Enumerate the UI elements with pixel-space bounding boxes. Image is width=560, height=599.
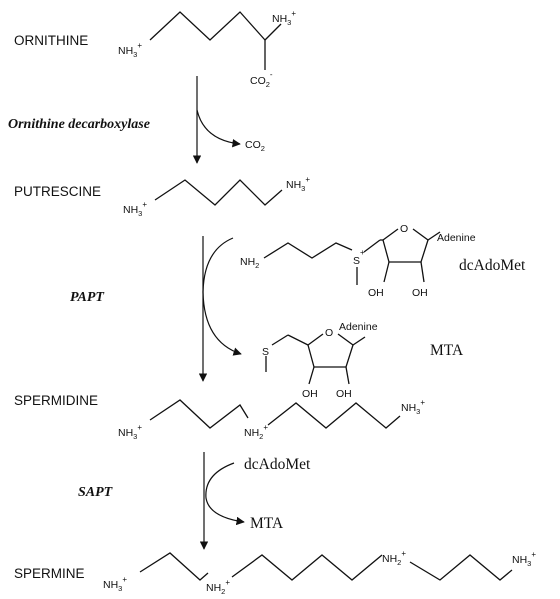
mta-oh-2: OH — [336, 388, 352, 400]
putrescine-nh3-right: NH3+ — [286, 175, 310, 193]
spermidine-nh2: NH2+ — [244, 423, 268, 441]
spermine-nh3-left: NH3+ — [103, 575, 127, 593]
dcadomet-structure: NH2 S+ O Adenine OH OH — [240, 223, 476, 299]
spermine-nh3-right: NH3+ — [512, 550, 536, 568]
mta-s-ch2 — [271, 334, 289, 346]
mta-adenine: Adenine — [339, 321, 378, 333]
dcadomet-adenine-bond — [427, 231, 441, 241]
dcadomet-nh2: NH2 — [240, 256, 259, 270]
spermine-chain-1 — [139, 552, 209, 581]
mta-ring-oxygen: O — [325, 327, 333, 339]
odc-side-arrow — [196, 109, 241, 148]
sapt-side-arrow — [205, 462, 245, 526]
compound-ornithine: ORNITHINE — [14, 33, 88, 48]
ornithine-chain — [149, 11, 266, 41]
spermidine-nh3-right: NH3+ — [401, 398, 425, 416]
cofactor-dcadomet-1: dcAdoMet — [459, 257, 526, 274]
spermine-nh2-1: NH2+ — [206, 578, 230, 596]
ornithine-nh3-left: NH3+ — [118, 41, 142, 59]
spermidine-chain-right — [267, 402, 401, 429]
mta-ring-bond-1 — [307, 333, 324, 346]
dcadomet-oh-bond-2 — [420, 261, 425, 283]
cofactor-dcadomet-2: dcAdoMet — [244, 456, 311, 473]
spermine-nh2-2: NH2+ — [382, 549, 406, 567]
cofactor-mta-2: MTA — [250, 515, 284, 532]
mta-oh-bond-2 — [345, 366, 350, 385]
mta-structure: S O Adenine OH OH — [262, 321, 378, 400]
cofactor-mta-1: MTA — [430, 342, 464, 359]
dcadomet-adenine: Adenine — [437, 232, 476, 244]
dcadomet-oh-bond-1 — [383, 261, 390, 283]
spermine-chain-2 — [231, 554, 383, 581]
spermidine-nh3-left: NH3+ — [118, 423, 142, 441]
ornithine-nh3-right: NH3+ — [272, 9, 296, 27]
spermine-chain-3 — [409, 554, 513, 581]
spermidine-chain-left — [149, 399, 249, 429]
mta-adenine-bond — [352, 336, 366, 346]
cofactor-co2: CO2 — [245, 139, 265, 153]
ornithine-carboxylate: CO2- — [250, 70, 273, 89]
ornithine-amine-bond — [264, 23, 282, 41]
mta-sulfur: S — [262, 346, 269, 358]
mta-oh-bond-1 — [308, 366, 315, 385]
putrescine-nh3-left: NH3+ — [123, 200, 147, 218]
putrescine-chain — [154, 179, 283, 206]
compound-spermine: SPERMINE — [14, 566, 85, 581]
mta-ch2-ring — [287, 334, 309, 346]
dcadomet-sulfonium: S+ — [353, 248, 365, 267]
enzyme-papt: PAPT — [70, 290, 105, 305]
dcadomet-s-ch2 — [363, 239, 381, 253]
dcadomet-chain — [263, 242, 353, 259]
dcadomet-oh-2: OH — [412, 287, 428, 299]
dcadomet-ring-bond-1 — [382, 228, 399, 241]
mta-oh-1: OH — [302, 388, 318, 400]
enzyme-ornithine-decarboxylase: Ornithine decarboxylase — [8, 117, 150, 132]
compound-spermidine: SPERMIDINE — [14, 393, 98, 408]
dcadomet-oh-1: OH — [368, 287, 384, 299]
enzyme-sapt: SAPT — [78, 485, 114, 500]
compound-putrescine: PUTRESCINE — [14, 184, 101, 199]
dcadomet-ring-oxygen: O — [400, 223, 408, 235]
papt-side-arrow — [202, 237, 242, 356]
